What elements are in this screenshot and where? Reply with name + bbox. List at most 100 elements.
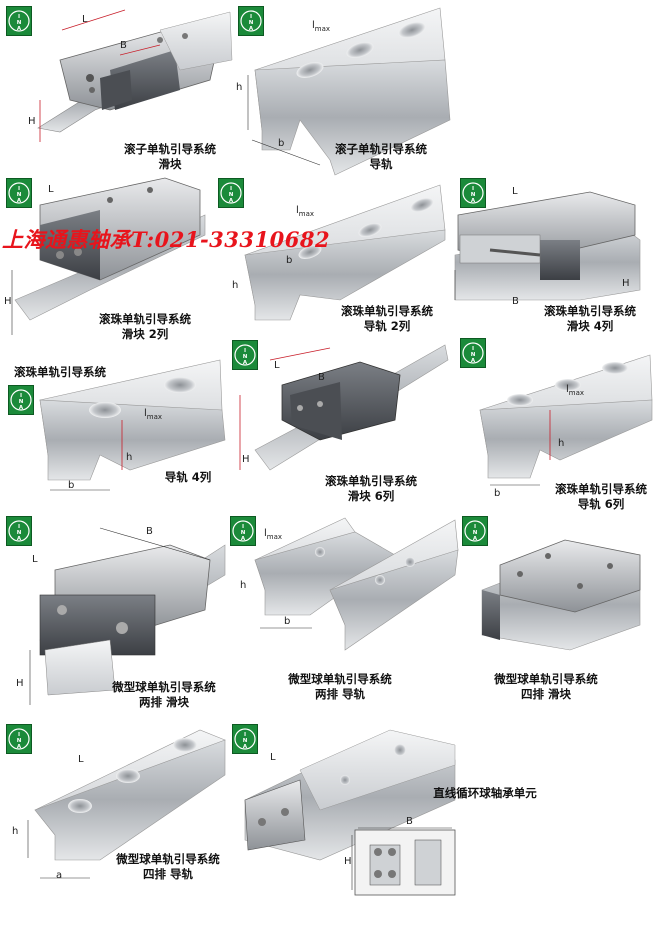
dim-12-h: h <box>12 826 19 837</box>
svg-text:I: I <box>230 186 232 192</box>
svg-text:I: I <box>18 524 20 530</box>
caption-5: 滚珠单轨引导系统滑块 4列 <box>544 304 636 333</box>
panel-12-drawing <box>27 729 226 879</box>
dim-9-B: B <box>146 526 153 537</box>
svg-text:N: N <box>19 399 24 405</box>
panel-8-drawing <box>479 354 653 486</box>
panel-9-drawing <box>29 527 226 705</box>
dim-4-h: h <box>232 280 239 291</box>
svg-text:A: A <box>473 536 478 542</box>
ina-logo-mark: INA <box>8 728 30 750</box>
svg-text:N: N <box>471 352 476 358</box>
dim-5-H: H <box>622 278 630 289</box>
svg-text:A: A <box>471 358 476 364</box>
svg-text:N: N <box>243 354 248 360</box>
svg-text:A: A <box>471 198 476 204</box>
dim-3-H: H <box>4 296 12 307</box>
dim-9-H: H <box>16 678 24 689</box>
svg-text:I: I <box>18 732 20 738</box>
ina-logo-mark: INA <box>240 10 262 32</box>
panel-2-drawing <box>247 7 451 176</box>
ina-logo-mark: INA <box>10 389 32 411</box>
dim-12-L: L <box>78 754 84 765</box>
panel-1-drawing <box>37 9 233 142</box>
dim-3-L: L <box>48 184 54 195</box>
caption-6b: 导轨 4列 <box>164 470 212 484</box>
panel-4-drawing <box>244 184 446 321</box>
ina-logo-mark: INA <box>220 182 242 204</box>
dim-1-B: B <box>120 40 127 51</box>
dim-10-lmax: lmax <box>264 528 283 541</box>
dim-12-a: a <box>56 870 63 881</box>
svg-text:A: A <box>19 405 24 411</box>
svg-text:I: I <box>244 732 246 738</box>
ina-logo-mark: INA <box>234 728 256 750</box>
caption-10: 微型球单轨引导系统两排 导轨 <box>288 672 392 701</box>
svg-text:A: A <box>243 360 248 366</box>
svg-text:A: A <box>17 744 22 750</box>
svg-text:N: N <box>17 192 22 198</box>
panel-13-drawing <box>244 729 456 896</box>
svg-text:N: N <box>17 20 22 26</box>
dim-9-L: L <box>32 554 38 565</box>
svg-text:A: A <box>17 198 22 204</box>
caption-4: 滚珠单轨引导系统导轨 2列 <box>341 304 433 333</box>
caption-12: 微型球单轨引导系统四排 导轨 <box>116 852 220 881</box>
caption-6: 滚珠单轨引导系统 <box>14 365 106 379</box>
dim-4-b: b <box>286 255 293 266</box>
svg-text:N: N <box>229 192 234 198</box>
svg-text:N: N <box>249 20 254 26</box>
panel-7-drawing <box>239 344 449 471</box>
svg-text:N: N <box>243 738 248 744</box>
caption-2: 滚子单轨引导系统导轨 <box>335 142 427 171</box>
panel-11-drawing <box>481 539 641 651</box>
caption-3: 滚珠单轨引导系统滑块 2列 <box>99 312 191 341</box>
dim-2-h: h <box>236 82 243 93</box>
svg-text:I: I <box>472 346 474 352</box>
dim-8-b: b <box>494 488 501 499</box>
ina-logo-mark: INA <box>234 344 256 366</box>
svg-text:I: I <box>244 348 246 354</box>
dim-10-b: b <box>284 616 291 627</box>
caption-7: 滚珠单轨引导系统滑块 6列 <box>325 474 417 503</box>
dim-6-b: b <box>68 480 75 491</box>
svg-text:A: A <box>243 744 248 750</box>
svg-text:N: N <box>17 530 22 536</box>
dim-4-lmax: lmax <box>296 205 315 218</box>
svg-text:I: I <box>242 524 244 530</box>
ina-logo-mark: INA <box>8 182 30 204</box>
svg-text:I: I <box>18 186 20 192</box>
caption-1: 滚子单轨引导系统滑块 <box>124 142 216 171</box>
dim-1-L: L <box>82 14 88 25</box>
dim-7-B: B <box>318 372 325 383</box>
panel-3-drawing <box>11 177 206 335</box>
panel-6-drawing <box>39 359 226 491</box>
dim-5-B: B <box>512 296 519 307</box>
ina-logo-mark: INA <box>464 520 486 542</box>
dim-5-L: L <box>512 186 518 197</box>
ina-logo-mark: INA <box>8 520 30 542</box>
panel-5-drawing <box>454 191 641 301</box>
svg-text:I: I <box>472 186 474 192</box>
svg-text:N: N <box>241 530 246 536</box>
ina-logo-mark: INA <box>232 520 254 542</box>
caption-11: 微型球单轨引导系统四排 滑块 <box>494 672 598 701</box>
svg-text:A: A <box>17 26 22 32</box>
caption-13: 直线循环球轴承单元 <box>433 786 537 800</box>
svg-text:I: I <box>474 524 476 530</box>
dim-2-b: b <box>278 138 285 149</box>
svg-text:A: A <box>229 198 234 204</box>
svg-text:I: I <box>18 14 20 20</box>
dim-8-h: h <box>558 438 565 449</box>
